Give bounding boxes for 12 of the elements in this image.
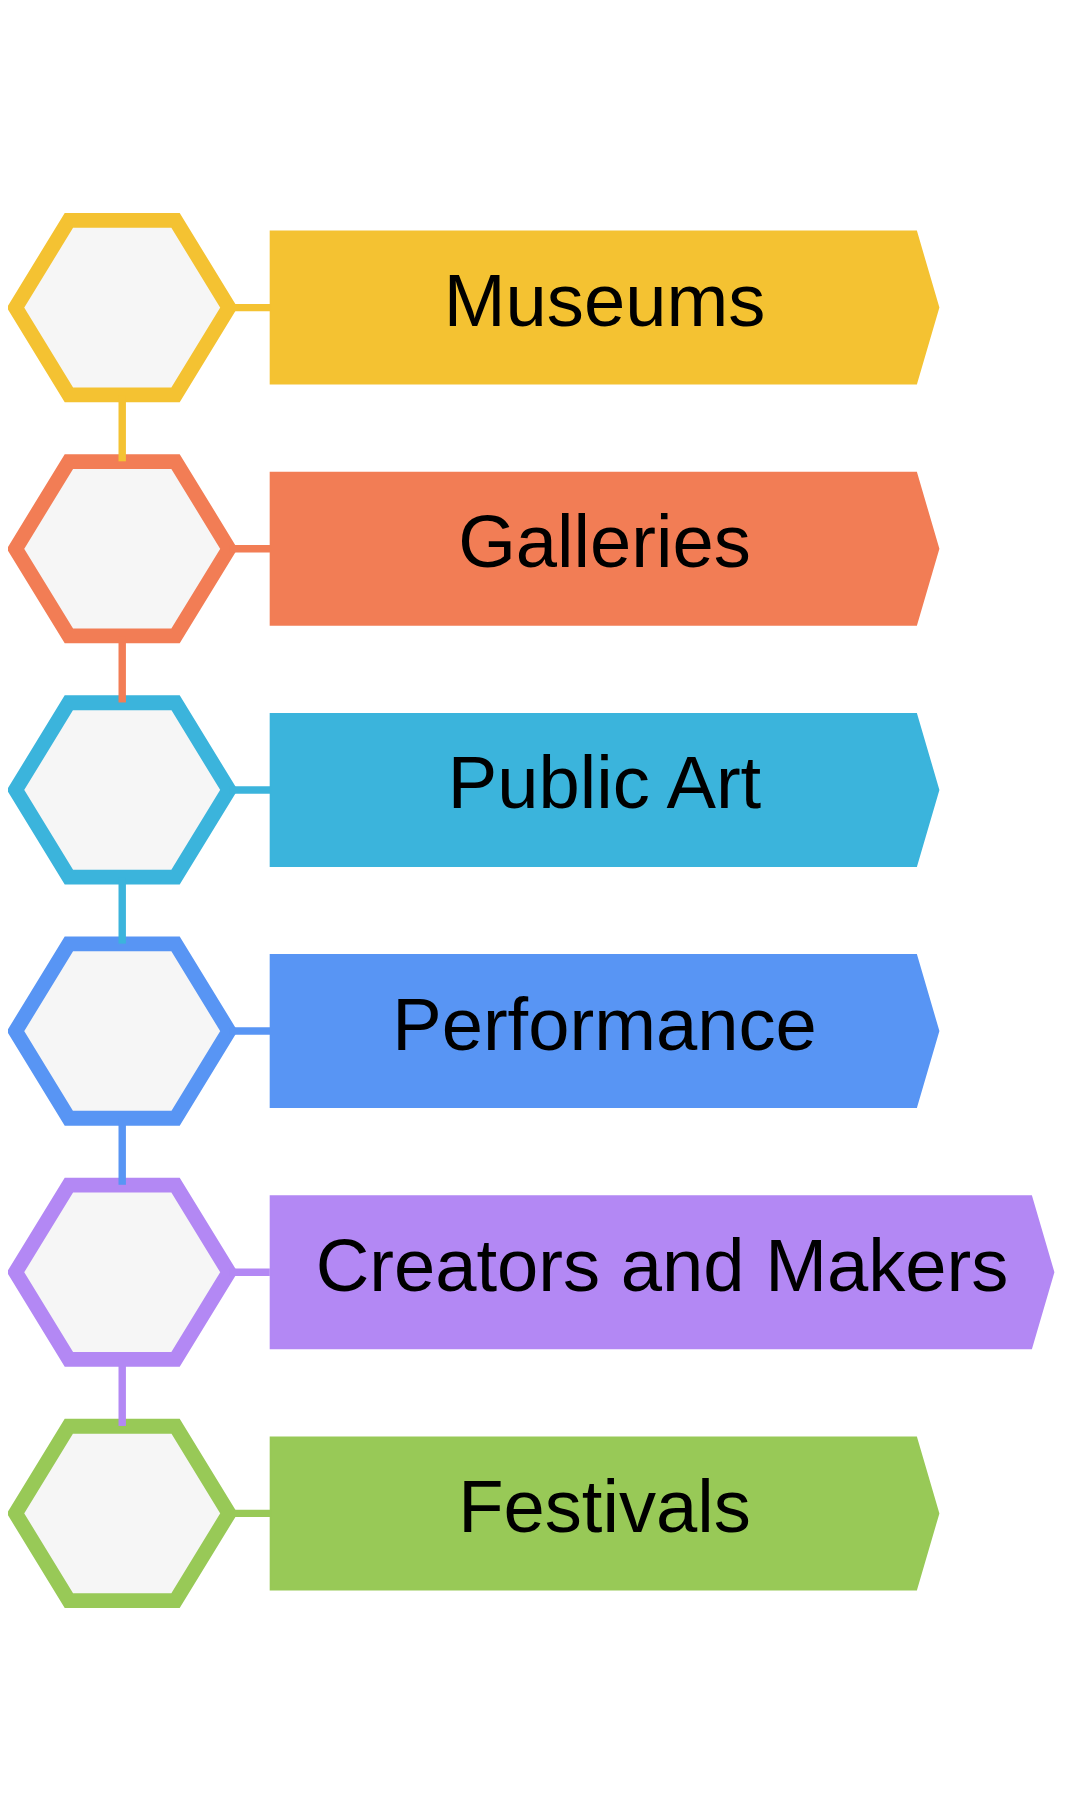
node-hexagon (8, 212, 238, 402)
node-hexagon (8, 694, 238, 885)
node-hexagon (8, 453, 238, 643)
node-hexagon (8, 1177, 238, 1367)
node-hexagon (8, 935, 238, 1126)
connector (229, 1268, 270, 1276)
connector (229, 785, 271, 794)
connector (229, 1026, 271, 1035)
connector (229, 1509, 271, 1517)
node-hexagon (8, 1418, 238, 1608)
connector (229, 303, 271, 311)
connector (229, 544, 271, 552)
